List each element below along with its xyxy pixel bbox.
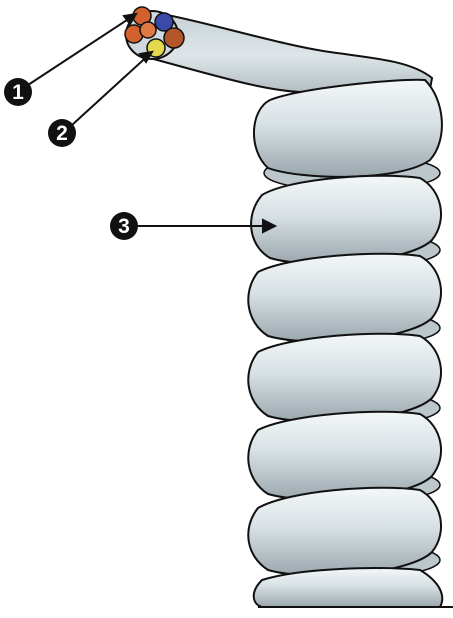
conductor-brown [164, 28, 184, 48]
leader-line-1 [28, 14, 136, 85]
callout-2: 2 [48, 119, 76, 147]
conductor-orange-3 [140, 22, 156, 38]
callout-3: 3 [110, 212, 138, 240]
callout-1: 1 [4, 78, 32, 106]
leader-line-2 [72, 52, 152, 125]
coil-front-turns [248, 80, 442, 607]
callout-1-label: 1 [12, 81, 24, 104]
callout-2-label: 2 [56, 122, 68, 145]
callout-3-label: 3 [118, 215, 130, 238]
